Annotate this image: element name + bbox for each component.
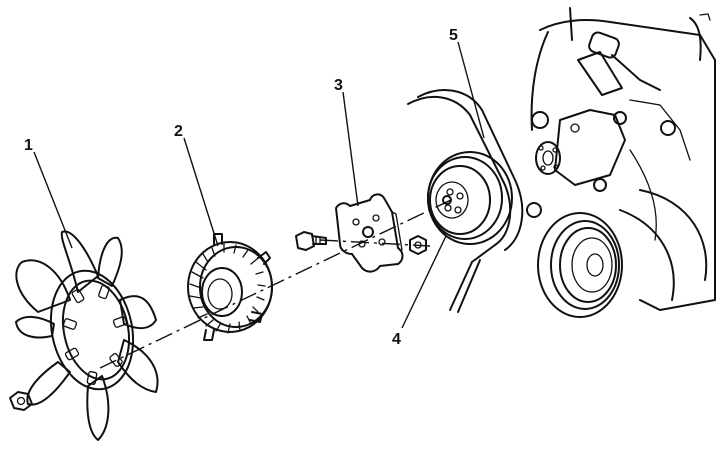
- alignment-lines: [99, 197, 456, 369]
- callout-leaders: [33, 41, 485, 329]
- hex-bolt: [295, 231, 327, 251]
- callout-1: 1: [24, 137, 33, 154]
- callout-5: 5: [449, 27, 458, 44]
- engine-block: [526, 7, 716, 318]
- drive-belt: [407, 89, 524, 313]
- fan-nut: [9, 391, 33, 411]
- callout-3: 3: [334, 77, 343, 94]
- hex-nut: [409, 235, 427, 255]
- water-pump-pulley: [427, 151, 513, 245]
- cooling-fan: [15, 230, 159, 441]
- callout-2: 2: [174, 123, 183, 140]
- callout-labels: 1 2 3 4 5: [24, 27, 458, 348]
- callout-4: 4: [392, 331, 401, 348]
- fan-clutch: [187, 233, 273, 341]
- spacer-plate: [335, 193, 404, 273]
